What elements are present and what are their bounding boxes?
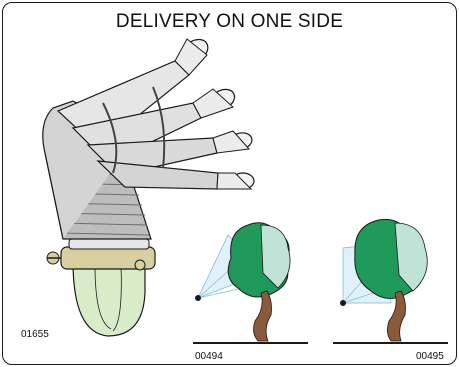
tree-figure-left — [193, 223, 308, 343]
sprayer-illustration — [3, 3, 456, 364]
figure-code-right-tree: 00495 — [416, 351, 444, 362]
tank — [73, 261, 145, 336]
clamp-ring — [47, 239, 155, 270]
tree-figure-right — [333, 219, 448, 343]
figure-code-left-tree: 00494 — [195, 351, 223, 362]
figure-code-main: 01655 — [21, 329, 49, 340]
